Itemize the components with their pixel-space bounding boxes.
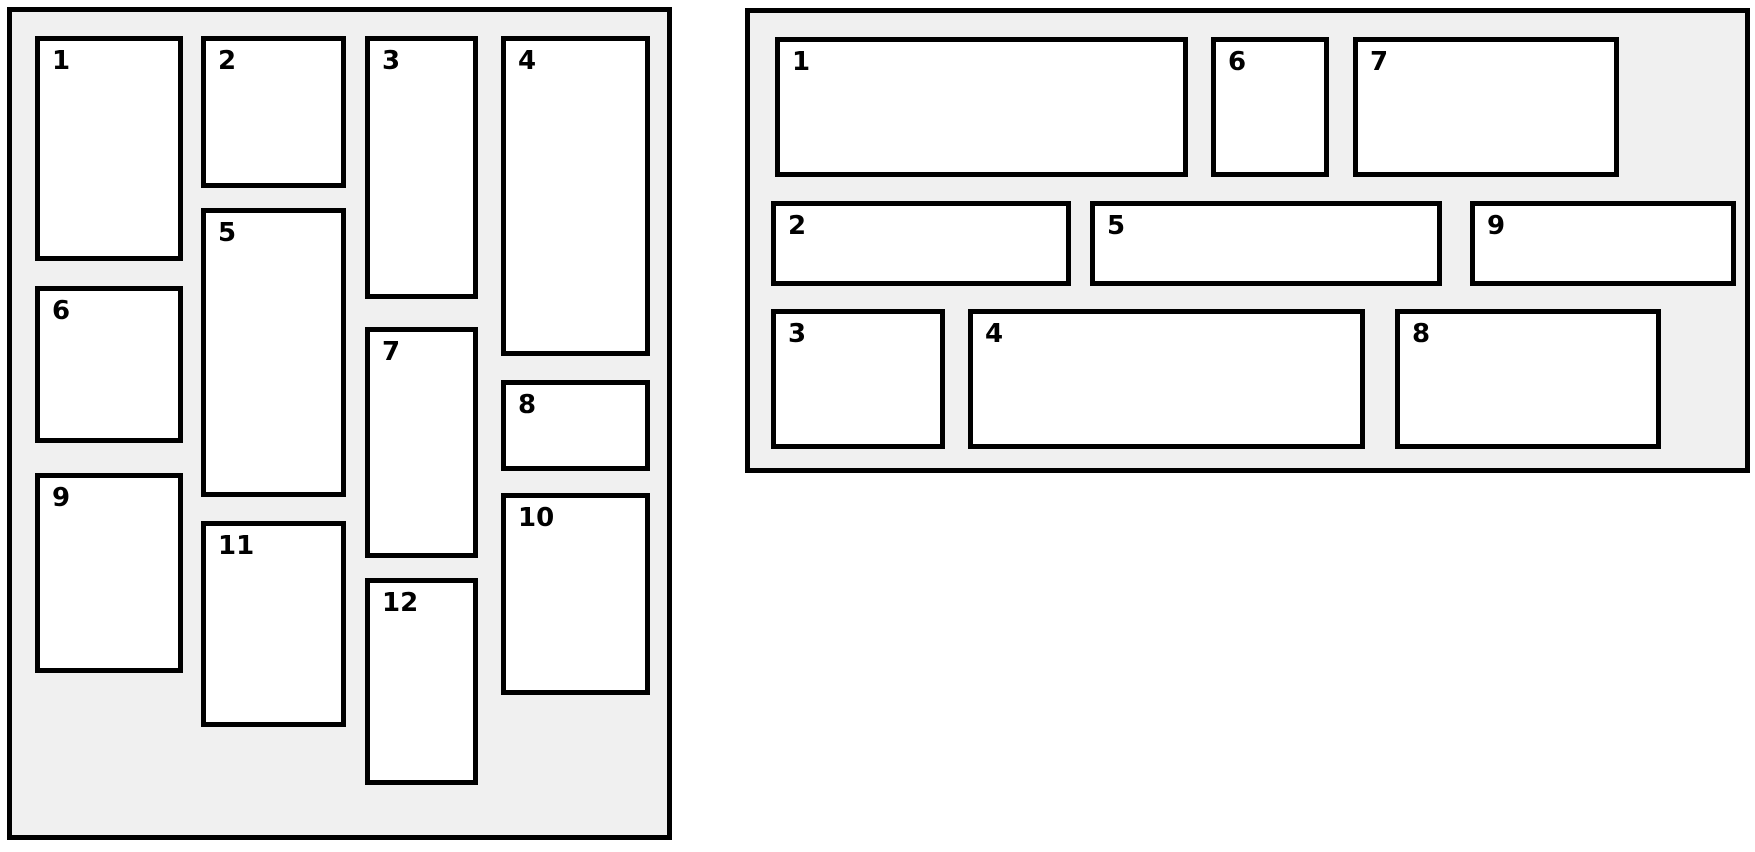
box-label: 9 [1487, 211, 1506, 241]
left-panel-box-9[interactable]: 9 [35, 473, 183, 673]
right-panel-box-2[interactable]: 2 [771, 201, 1071, 286]
left-panel-box-1[interactable]: 1 [35, 36, 183, 261]
left-panel-box-7[interactable]: 7 [365, 327, 478, 558]
right-panel-box-4[interactable]: 4 [968, 309, 1365, 449]
left-panel-box-6[interactable]: 6 [35, 286, 183, 443]
left-panel-box-3[interactable]: 3 [365, 36, 478, 299]
box-label: 2 [788, 211, 807, 241]
right-panel-box-3[interactable]: 3 [771, 309, 945, 449]
left-panel-box-5[interactable]: 5 [201, 208, 346, 497]
box-label: 11 [218, 531, 255, 561]
box-label: 6 [52, 296, 71, 326]
box-label: 5 [1107, 211, 1126, 241]
left-panel-box-10[interactable]: 10 [501, 493, 650, 695]
box-label: 10 [518, 503, 555, 533]
right-panel-box-5[interactable]: 5 [1090, 201, 1442, 286]
right-panel-box-9[interactable]: 9 [1470, 201, 1736, 286]
left-panel-box-8[interactable]: 8 [501, 380, 650, 471]
box-label: 7 [382, 337, 401, 367]
left-panel-box-2[interactable]: 2 [201, 36, 346, 188]
box-label: 4 [985, 319, 1004, 349]
box-label: 12 [382, 588, 419, 618]
box-label: 7 [1370, 47, 1389, 77]
right-panel: 1 6 7 2 5 9 3 4 8 [745, 8, 1750, 473]
left-panel-box-12[interactable]: 12 [365, 578, 478, 785]
box-label: 8 [518, 390, 537, 420]
box-label: 2 [218, 46, 237, 76]
box-label: 9 [52, 483, 71, 513]
box-label: 6 [1228, 47, 1247, 77]
box-label: 1 [52, 46, 71, 76]
left-panel-box-4[interactable]: 4 [501, 36, 650, 356]
box-label: 4 [518, 46, 537, 76]
box-label: 1 [792, 47, 811, 77]
box-label: 3 [788, 319, 807, 349]
left-panel-box-11[interactable]: 11 [201, 521, 346, 727]
box-label: 5 [218, 218, 237, 248]
right-panel-box-8[interactable]: 8 [1395, 309, 1661, 449]
right-panel-box-1[interactable]: 1 [775, 37, 1188, 177]
box-label: 8 [1412, 319, 1431, 349]
right-panel-box-6[interactable]: 6 [1211, 37, 1329, 177]
right-panel-box-7[interactable]: 7 [1353, 37, 1619, 177]
box-label: 3 [382, 46, 401, 76]
